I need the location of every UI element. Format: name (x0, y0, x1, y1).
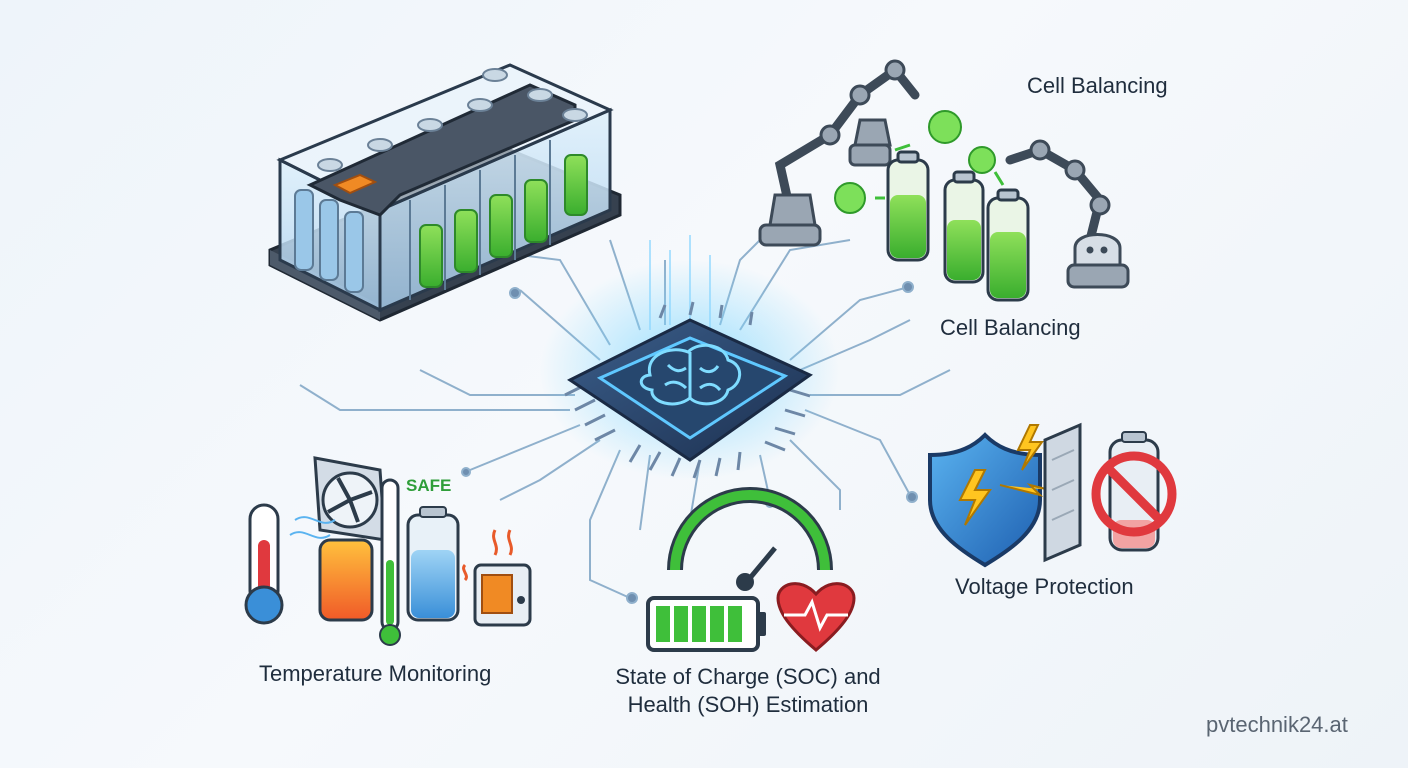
heater-icon (462, 529, 532, 627)
no-sign-icon (1091, 431, 1177, 552)
battery-cell-icon (886, 150, 1030, 302)
heat-vial (318, 538, 374, 622)
gauge-icon (667, 487, 833, 591)
battery-level-icon (646, 596, 766, 652)
battery-pack-icon (268, 63, 622, 322)
thermometer-icon (244, 503, 284, 625)
soc-soh-label: State of Charge (SOC) and Health (SOH) E… (615, 664, 881, 717)
safe-thermometer (379, 478, 401, 646)
fan-icon (289, 456, 387, 542)
safe-label: SAFE (406, 476, 452, 495)
battery-cell-icon (406, 506, 460, 622)
robot-arm-icon (758, 59, 1130, 289)
cell-balancing-label: Cell Balancing (940, 315, 1081, 340)
cell-balancing-title: Cell Balancing (1027, 73, 1168, 98)
barrier-panel (1043, 422, 1082, 563)
temperature-monitoring-label: Temperature Monitoring (259, 661, 492, 686)
voltage-protection-label: Voltage Protection (955, 574, 1134, 599)
shield-icon (928, 432, 1042, 568)
brand-watermark: pvtechnik24.at (1206, 712, 1348, 737)
lightning-icon (958, 424, 1051, 526)
energy-orbs (834, 110, 1005, 214)
brain-icon (639, 343, 742, 406)
heart-icon (776, 582, 856, 652)
